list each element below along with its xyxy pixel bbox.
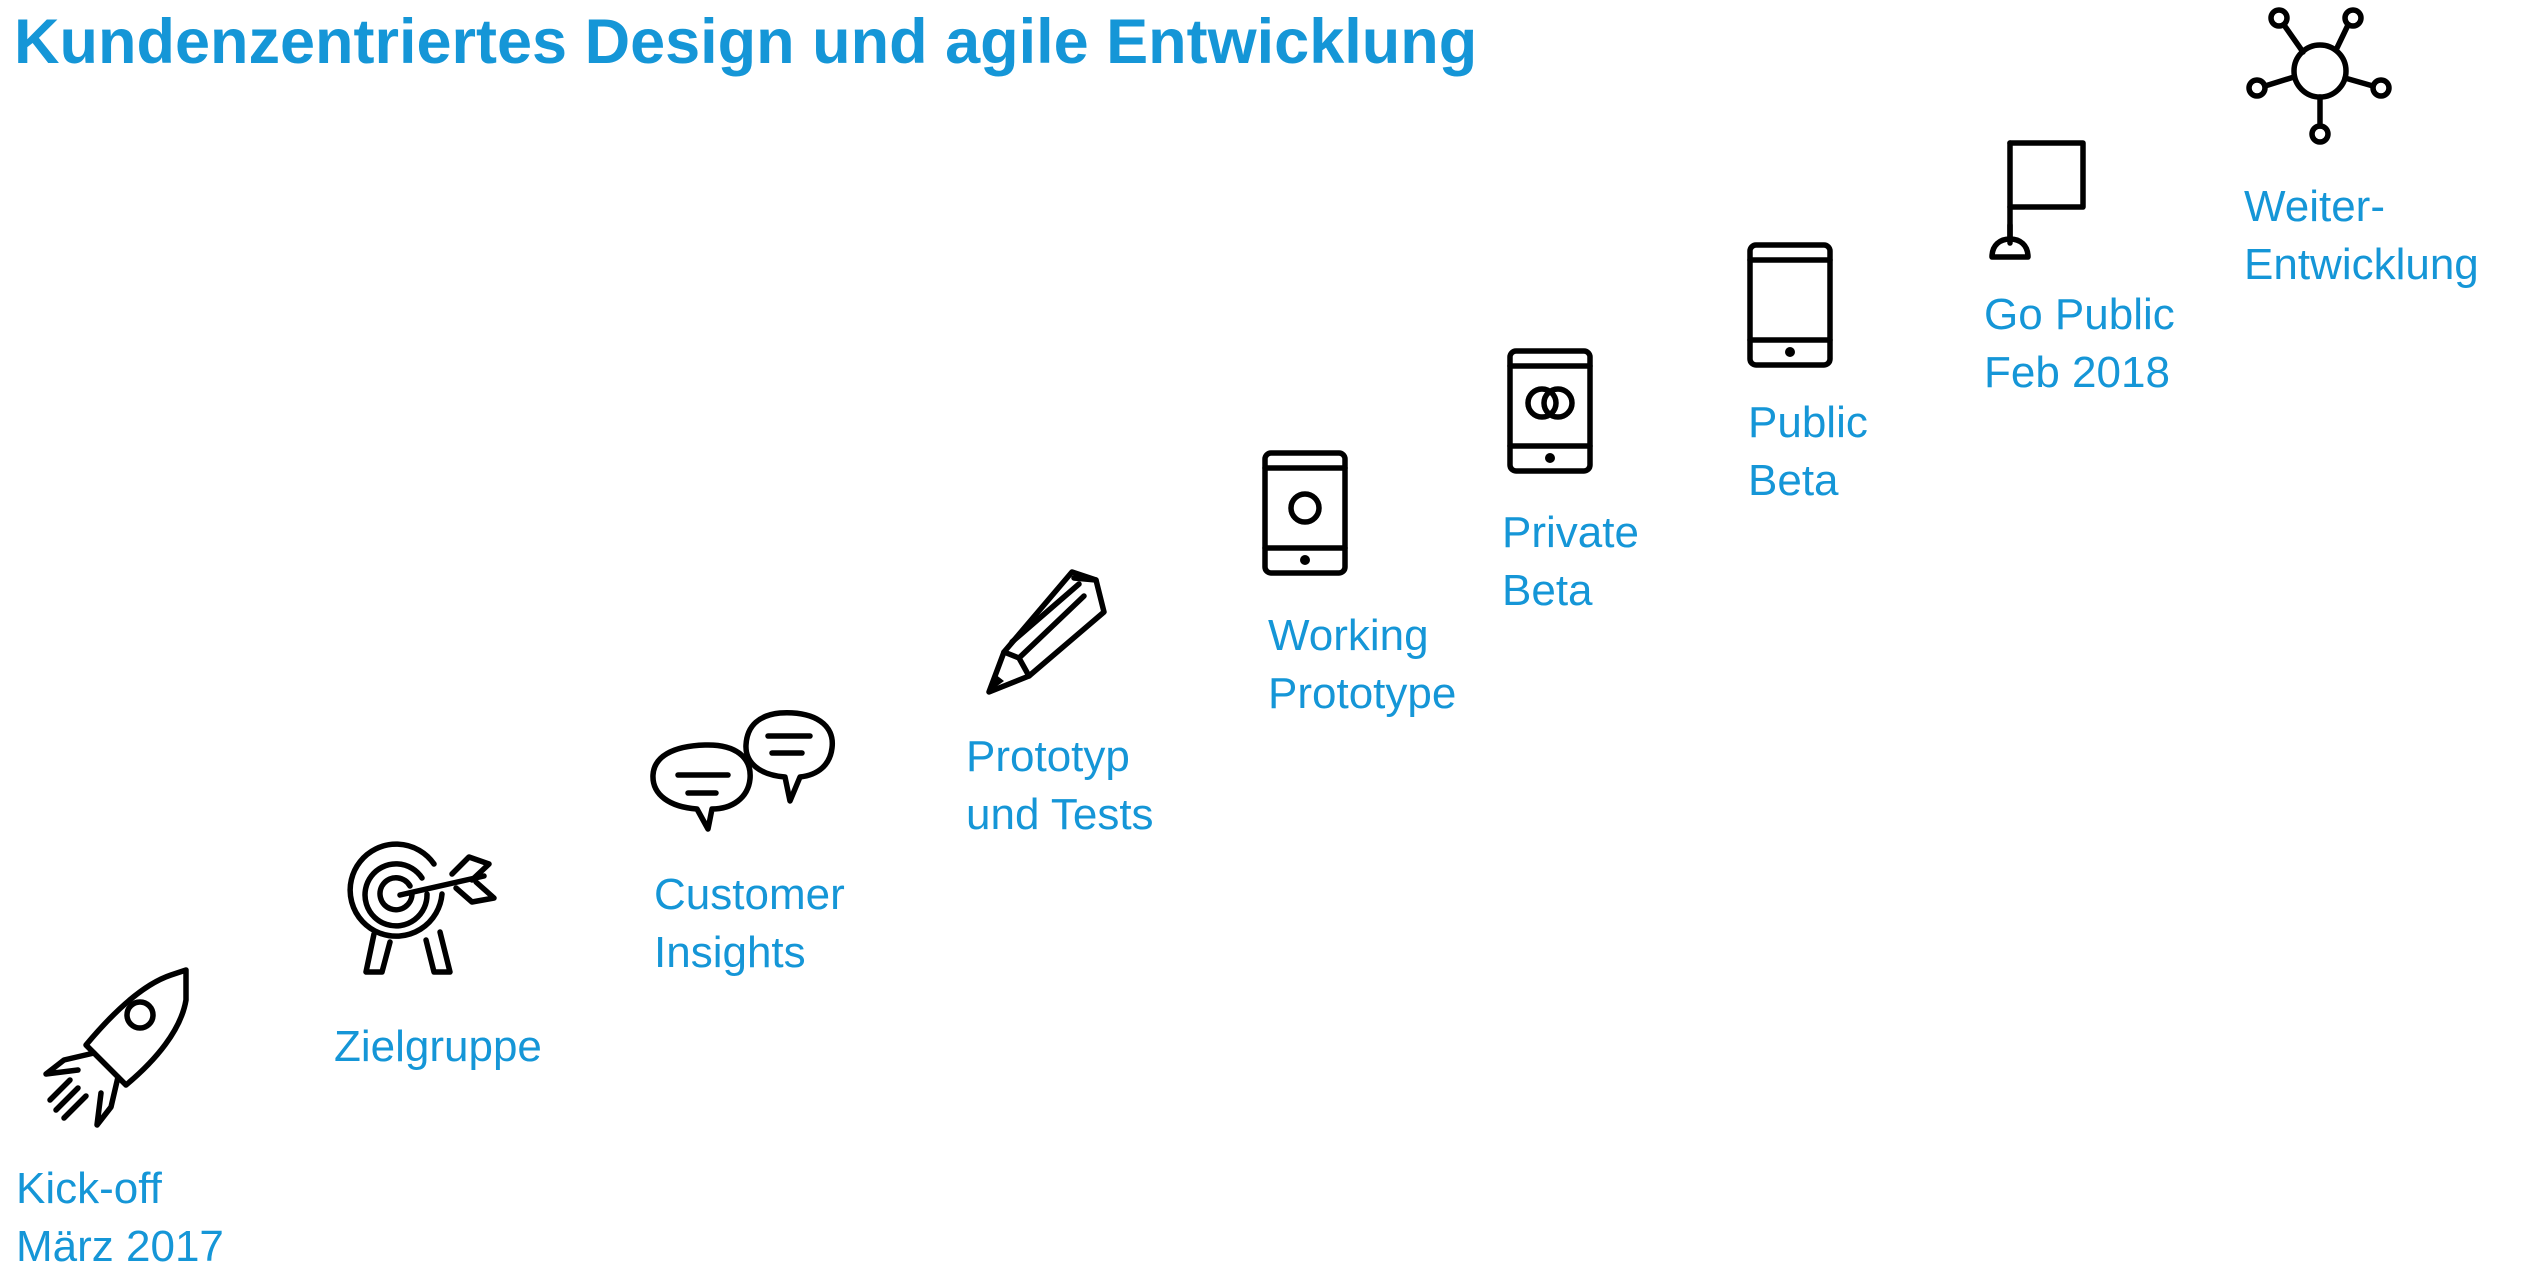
step-label-line: Kick-off <box>16 1164 162 1213</box>
step-label-line: Zielgruppe <box>334 1022 542 1071</box>
page-title: Kundenzentriertes Design und agile Entwi… <box>14 7 1478 77</box>
network-hub-icon <box>2246 7 2392 145</box>
flag-icon <box>1989 140 2086 260</box>
target-icon <box>347 841 497 975</box>
step-label-line: Prototype <box>1268 669 1457 718</box>
step-label-line: Prototyp <box>966 732 1130 781</box>
step-label-line: Go Public <box>1984 290 2175 339</box>
step-label-line: Weiter- <box>2244 182 2385 231</box>
step-label-line: Beta <box>1502 566 1593 615</box>
step-label-line: und Tests <box>966 790 1154 839</box>
phone-circle-icon <box>1262 450 1348 576</box>
step-label-line: März 2017 <box>16 1222 224 1271</box>
step-label-line: Entwicklung <box>2244 240 2479 289</box>
pencil-icon <box>986 569 1107 695</box>
speech-bubbles-icon <box>650 710 835 832</box>
step-label-line: Insights <box>654 928 806 977</box>
phone-rings-icon <box>1507 348 1593 474</box>
step-label-line: Beta <box>1748 456 1839 505</box>
step-label-line: Feb 2018 <box>1984 348 2170 397</box>
rocket-icon <box>43 967 189 1128</box>
step-label-line: Private <box>1502 508 1639 557</box>
step-label-line: Public <box>1748 398 1868 447</box>
step-label-line: Customer <box>654 870 845 919</box>
step-label-line: Working <box>1268 611 1429 660</box>
phone-icon <box>1747 242 1833 368</box>
